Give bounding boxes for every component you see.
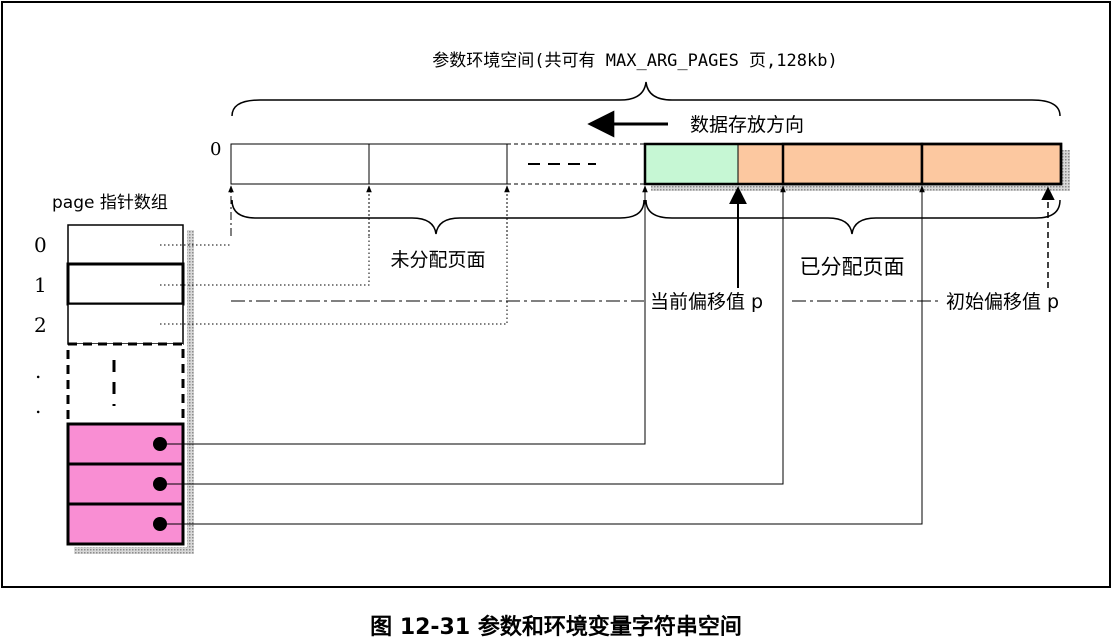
allocated-brace bbox=[645, 199, 1061, 235]
env-space-brace bbox=[231, 81, 1061, 117]
page-array-ellipsis-cell bbox=[66, 342, 185, 426]
index-label: 1 bbox=[34, 273, 47, 297]
index-label: . bbox=[35, 394, 41, 418]
page-array-shadow-bottom bbox=[74, 547, 194, 554]
used-page bbox=[781, 142, 924, 186]
used-pointer-line bbox=[160, 440, 646, 445]
index-label: 2 bbox=[34, 313, 47, 337]
unallocated-brace bbox=[231, 199, 645, 235]
page-array-shadow bbox=[187, 230, 194, 554]
used-page-current-filled bbox=[737, 143, 784, 185]
page-array-cell bbox=[67, 303, 184, 345]
page-slot-free bbox=[230, 143, 370, 185]
figure-caption: 图 12-31 参数和环境变量字符串空间 bbox=[370, 614, 742, 640]
page-slot-free bbox=[368, 143, 508, 185]
zero-label: 0 bbox=[210, 139, 221, 160]
page-array-cell bbox=[66, 262, 185, 306]
current-offset-label: 当前偏移值 p bbox=[650, 291, 763, 313]
direction-label: 数据存放方向 bbox=[690, 114, 804, 136]
unallocated-label: 未分配页面 bbox=[390, 249, 485, 271]
used-page-current bbox=[644, 143, 739, 185]
index-label: 0 bbox=[34, 233, 47, 257]
used-page bbox=[920, 142, 1063, 186]
index-label: . bbox=[35, 359, 41, 383]
initial-offset-label: 初始偏移值 p bbox=[946, 291, 1059, 313]
diagram-border bbox=[1, 1, 1111, 588]
used-pages-outline bbox=[643, 142, 1063, 186]
used-pointer-line bbox=[160, 480, 784, 485]
allocated-label: 已分配页面 bbox=[800, 255, 905, 279]
env-space-title: 参数环境空间(共可有 MAX_ARG_PAGES 页,128kb) bbox=[432, 51, 837, 71]
page-array-label: page 指针数组 bbox=[52, 193, 168, 213]
free-pointer-dotted bbox=[160, 236, 370, 286]
page-array-cell bbox=[67, 224, 184, 265]
used-pointer-line bbox=[160, 520, 923, 525]
